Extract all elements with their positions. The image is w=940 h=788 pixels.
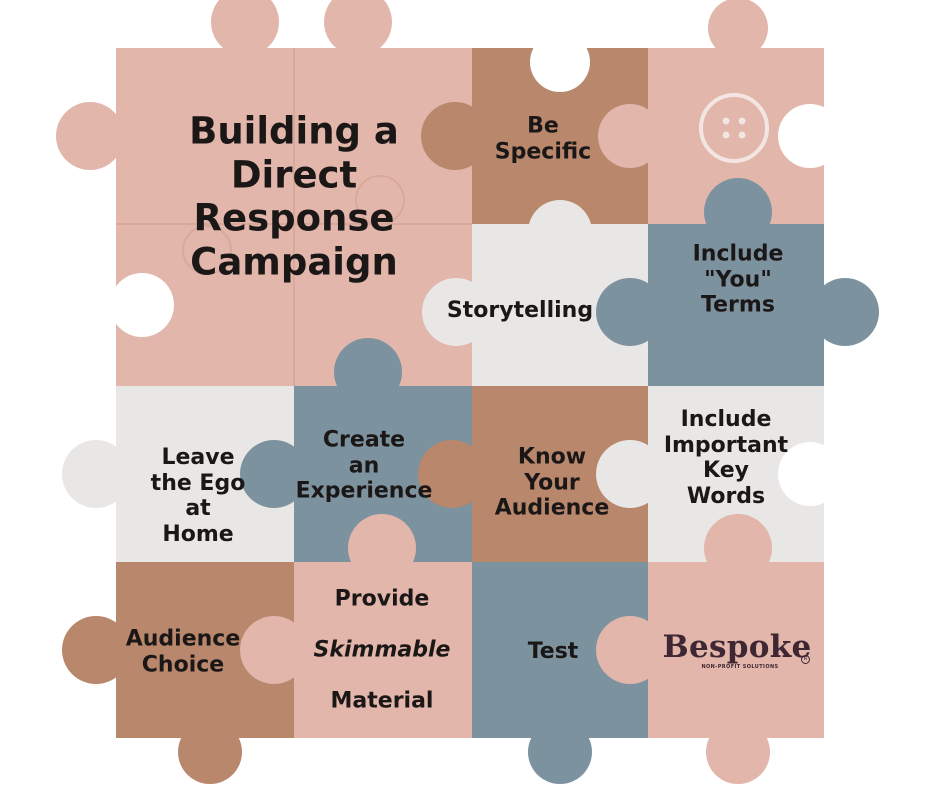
label-leave-ego: Leave the Ego at Home [150, 444, 246, 547]
label-create-experience: Create an Experience [295, 427, 433, 504]
label-be-specific: Be Specific [494, 113, 592, 164]
diagram-title: Building a Direct Response Campaign [189, 109, 399, 284]
label-provide-emphasis: Skimmable [313, 637, 451, 663]
label-know-audience: Know Your Audience [494, 444, 610, 521]
registered-mark: R [801, 655, 810, 664]
label-provide-skimmable: Provide Skimmable Material [314, 561, 451, 740]
label-storytelling: Storytelling [446, 298, 594, 324]
bespoke-logo-tagline: NON-PROFIT SOLUTIONS [701, 664, 779, 670]
label-include-keywords: Include Important Key Words [663, 406, 789, 509]
label-audience-choice: Audience Choice [125, 626, 241, 677]
label-test: Test [527, 639, 579, 665]
piece-include-you [596, 178, 879, 386]
piece-audience-choice [62, 562, 294, 784]
label-provide-prefix: Provide [334, 586, 430, 612]
label-include-you-terms: Include "You" Terms [692, 241, 784, 318]
button-icon [699, 93, 769, 163]
piece-storytelling [422, 200, 648, 418]
label-provide-suffix: Material [330, 688, 434, 714]
bespoke-logo-wordmark: Bespoke [662, 629, 812, 665]
piece-button [598, 0, 842, 224]
piece-logo [596, 514, 824, 784]
